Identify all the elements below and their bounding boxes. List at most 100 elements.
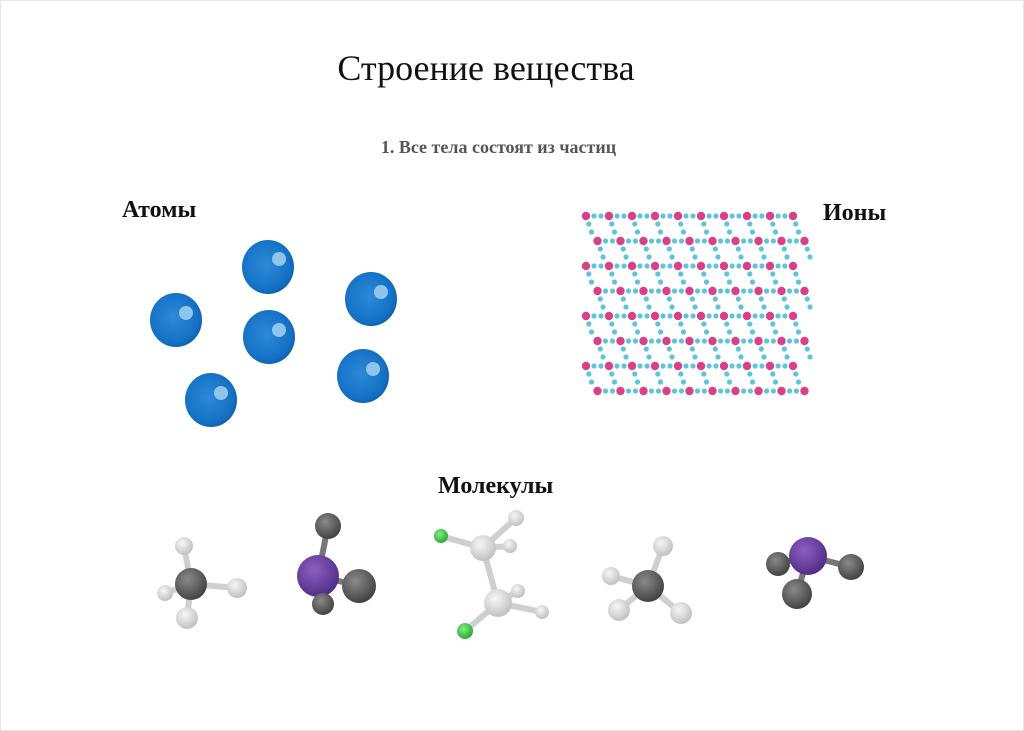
ion-dot-cyan [701,321,707,327]
ion-dot-cyan [793,221,799,227]
ion-dot-cyan [646,354,652,360]
ion-dot-pink [685,336,694,346]
ion-dot-cyan [655,388,662,394]
ion-dot-pink [673,261,683,271]
ion-dot-cyan [782,363,788,369]
atom [185,373,237,427]
ion-dot-cyan [793,271,799,277]
ion-dot-cyan [598,263,604,269]
ion-dot-cyan [637,263,643,269]
ion-dot-cyan [758,346,764,352]
ion-dot-cyan [643,296,649,302]
ion-dot-cyan [609,371,615,377]
ion-dot-cyan [703,229,710,235]
ion-dot-cyan [715,354,721,360]
ion-dot-cyan [667,313,673,319]
ion-dot-cyan [772,379,779,385]
ion-dot-cyan [713,263,719,269]
ion-dot-pink [708,286,717,296]
ion-dot-cyan [793,371,799,377]
ion-dot-cyan [775,313,781,319]
ion-dot-cyan [588,329,595,335]
ion-dot-cyan [625,238,632,244]
ion-dot-cyan [655,338,662,344]
ion-dot-pink [673,311,683,321]
ion-dot-cyan [597,346,603,352]
ion-dot-cyan [764,388,770,394]
ion-dot-pink [650,211,660,221]
ion-dot-pink [742,261,752,271]
ion-dot-cyan [736,363,742,369]
ion-dot-cyan [724,388,730,394]
ion-dot-cyan [804,296,810,302]
ion-dot-cyan [706,363,712,369]
ion-dot-cyan [657,379,664,385]
molecule-methane-1 [157,537,247,629]
ion-dot-cyan [655,371,661,377]
ion-dot-cyan [692,254,698,260]
ion-dot-pink [788,261,798,271]
ion-dot-cyan [775,363,781,369]
ion-dot-cyan [770,371,776,377]
ion-dot-cyan [712,346,718,352]
ion-dot-cyan [600,304,606,310]
ion-dot-pink [627,261,637,271]
ion-dot-pink [765,261,775,271]
ion-dot-pink [708,236,717,246]
ion-dot-cyan [660,213,666,219]
ion-dot-cyan [648,238,655,244]
ion-dot-cyan [804,246,810,252]
ion-dot-cyan [787,338,793,344]
ion-dot-cyan [764,288,770,294]
ion-dot-cyan [770,271,776,277]
ion-dot-cyan [683,213,689,219]
ion-dot-cyan [609,338,616,344]
ion-dot-pink [593,236,602,246]
ion-dot-cyan [718,238,724,244]
ion-dot-cyan [623,254,629,260]
ion-dot-cyan [761,304,767,310]
ion-dot-cyan [666,296,672,302]
ion-dot-cyan [609,288,616,294]
slide-subtitle: 1. Все тела состоят из частиц [380,137,617,157]
ion-dot-pink [765,311,775,321]
ion-dot-cyan [747,321,753,327]
ion-dot-cyan [724,371,730,377]
ions-label: Ионы [823,200,887,226]
ion-dot-cyan [735,296,741,302]
ion-dot-cyan [690,363,696,369]
ion-dot-cyan [726,279,733,285]
ion-dot-cyan [597,246,603,252]
ion-dot-cyan [713,363,719,369]
ion-dot-pink [696,211,706,221]
ion-dot-cyan [706,213,712,219]
ion-dot-cyan [724,288,730,294]
ion-dot-cyan [600,354,606,360]
ion-dot-pink [788,361,798,371]
ion-dot-pink [800,336,809,346]
ion-dot-cyan [586,271,592,277]
ion-dot-cyan [724,238,730,244]
ion-dot-cyan [586,221,592,227]
ion-dot-cyan [602,288,609,294]
ion-dot-cyan [747,388,753,394]
atoms-illustration [150,240,397,427]
ion-dot-cyan [655,271,661,277]
ion-dot-cyan [609,321,615,327]
ion-dot-cyan [772,279,779,285]
ion-dot-cyan [759,263,765,269]
ion-dot-pink [627,361,637,371]
ion-dot-cyan [770,238,776,244]
ion-dot-cyan [770,288,776,294]
ions-lattice [581,211,813,396]
ion-dot-cyan [632,371,638,377]
ion-dot-cyan [683,263,689,269]
ion-dot-cyan [671,388,678,394]
ion-dot-cyan [621,313,627,319]
ion-dot-cyan [600,254,606,260]
ion-dot-cyan [724,321,730,327]
ion-dot-cyan [701,271,707,277]
ion-dot-cyan [632,388,639,394]
ion-dot-cyan [703,329,710,335]
ion-dot-cyan [724,221,730,227]
